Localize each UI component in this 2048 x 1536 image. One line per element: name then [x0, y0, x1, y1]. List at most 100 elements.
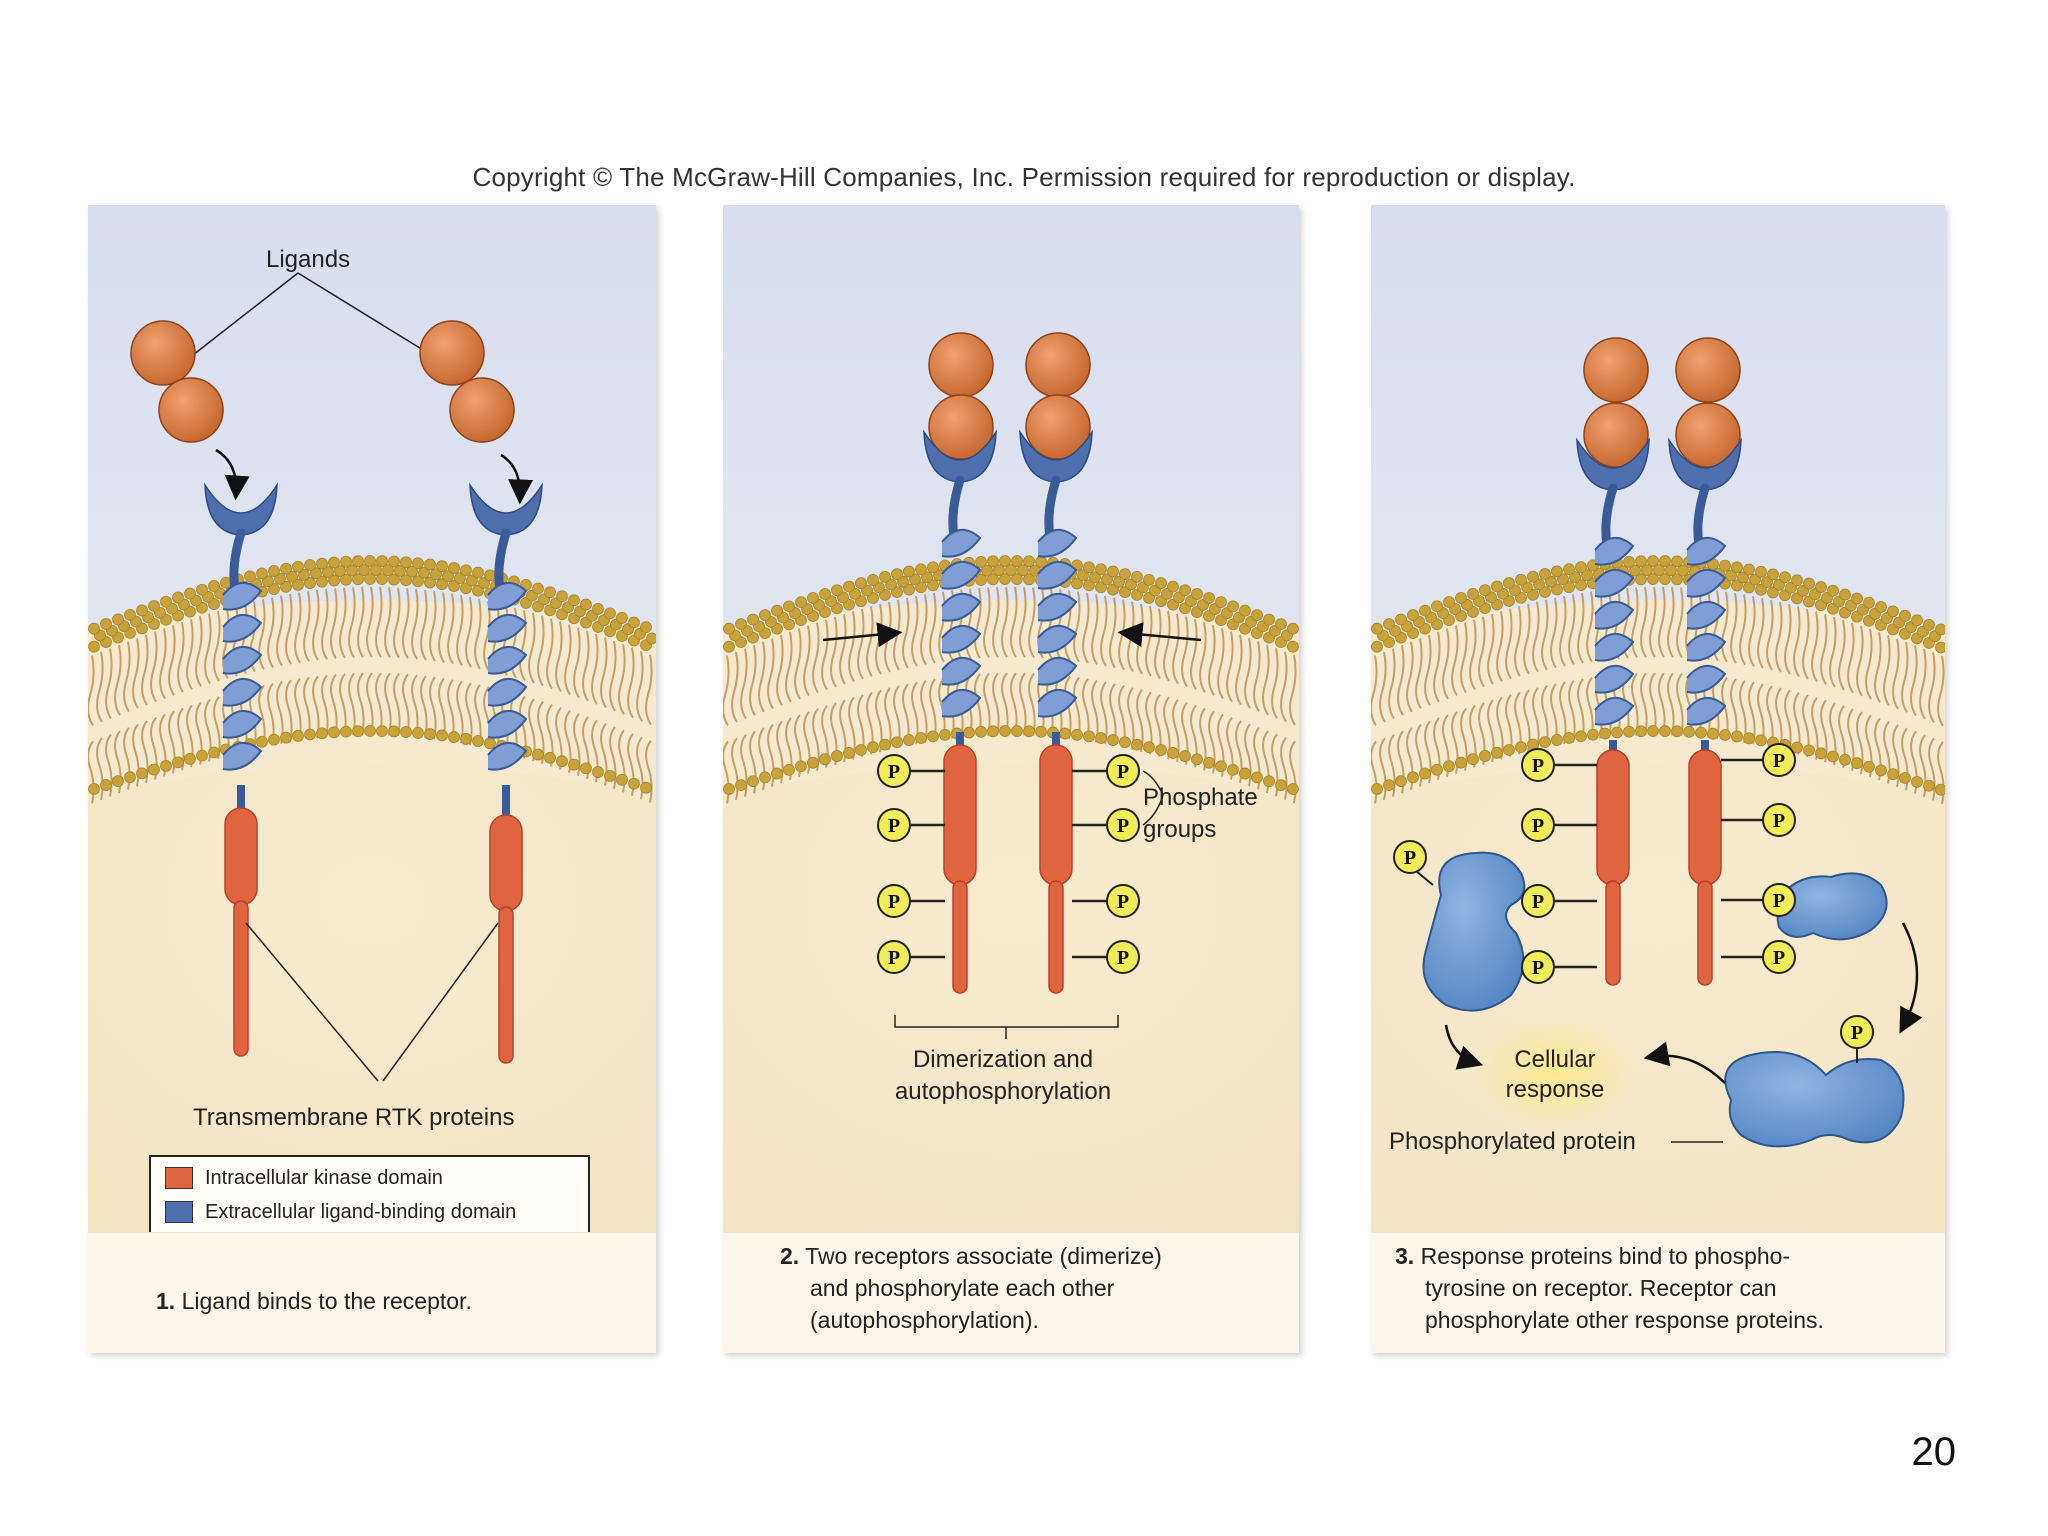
lipid-head — [819, 588, 831, 600]
lipid-head — [1731, 579, 1743, 592]
lipid-head — [460, 582, 472, 595]
lipid-head — [1287, 783, 1299, 795]
lipid-head — [999, 555, 1011, 567]
lipid-tail — [366, 672, 374, 736]
transmembrane-helix-turn — [1037, 561, 1078, 590]
lipid-tail — [1280, 651, 1288, 723]
phosphate-symbol: P — [1532, 891, 1544, 913]
step2-caption: 2. Two receptors associate (dimerize) an… — [780, 1240, 1162, 1336]
cytoplasm — [723, 760, 1299, 1235]
phosphate-group: P — [1840, 1015, 1874, 1049]
lipid-head — [1659, 573, 1671, 585]
phosphate-bond — [1415, 870, 1434, 886]
step3-text-line1: Response proteins bind to phospho- — [1420, 1243, 1791, 1269]
lipid-head — [831, 750, 843, 762]
transmembrane-helix-turn — [487, 678, 528, 707]
lipid-head — [268, 565, 280, 577]
lipid-tail — [609, 726, 617, 790]
lipid-tail — [1433, 631, 1441, 703]
lipid-tail — [357, 672, 365, 736]
protein-pointer-line — [382, 922, 499, 1082]
lipid-head — [262, 575, 274, 588]
lipid-tail — [1496, 611, 1504, 682]
lipid-tail — [312, 675, 320, 739]
lipid-tail — [1649, 586, 1657, 658]
lipid-head — [1719, 559, 1731, 572]
lipid-tail — [1271, 648, 1279, 719]
lipid-tail — [1541, 599, 1549, 671]
phosphate-group: P — [1106, 808, 1140, 842]
lipid-head — [963, 726, 975, 739]
lipid-tail — [848, 611, 856, 682]
phosphate-circle — [877, 940, 911, 974]
lipid-tail — [1001, 586, 1009, 658]
lipid-tail — [1181, 616, 1189, 688]
lipid-tail — [285, 679, 293, 743]
ligand — [928, 332, 994, 398]
lipid-head — [1659, 725, 1671, 737]
lipid-head — [1251, 771, 1263, 784]
ligand — [419, 320, 485, 386]
step1-caption: 1. Ligand binds to the receptor. — [156, 1285, 472, 1317]
transmembrane-helix-turn — [1686, 665, 1727, 694]
rtk-receptor — [1576, 437, 1650, 986]
lipid-head — [1503, 577, 1515, 589]
lipid-head — [418, 566, 430, 579]
phosphate-symbol: P — [888, 815, 900, 837]
transmembrane-helix-turn — [1594, 665, 1635, 694]
lipid-head — [136, 767, 148, 780]
lipid-tail — [1469, 619, 1477, 691]
lipid-tail — [357, 586, 365, 658]
lipid-tail — [213, 610, 221, 682]
lipid-head — [1131, 738, 1143, 751]
lipid-head — [1839, 588, 1851, 601]
lipid-head — [927, 579, 939, 592]
lipid-tail — [159, 628, 167, 699]
lipid-head — [376, 573, 388, 586]
receptor-tail — [952, 880, 968, 994]
lipid-tail — [123, 641, 131, 713]
phosphate-group: P — [877, 884, 911, 918]
lipid-head — [855, 577, 867, 590]
lipid-tail — [1631, 587, 1639, 659]
lipid-head — [616, 612, 628, 624]
lipid-tail — [992, 587, 1000, 658]
lipid-head — [927, 561, 939, 574]
lipid-tail — [285, 593, 293, 665]
lipid-head — [747, 613, 759, 626]
lipid-tail — [1100, 595, 1108, 667]
lipid-head — [1863, 760, 1875, 773]
phosphate-symbol: P — [888, 891, 900, 913]
lipid-tail — [321, 589, 329, 660]
lipid-head — [993, 564, 1005, 577]
lipid-tail — [1505, 608, 1513, 680]
lipid-head — [1767, 568, 1779, 581]
receptor-tail — [1605, 880, 1621, 986]
transmembrane-helix-turn — [941, 689, 982, 718]
slide-number: 20 — [1911, 1430, 1957, 1474]
phosphate-symbol: P — [1532, 815, 1544, 837]
lipid-tail — [465, 682, 473, 746]
lipid-head — [484, 569, 496, 582]
lipid-head — [747, 775, 759, 788]
transmembrane-helix-turn — [1686, 633, 1727, 662]
lipid-tail — [1010, 586, 1018, 658]
transmembrane-helix-turn — [1594, 633, 1635, 662]
lipid-head — [1581, 569, 1593, 582]
lipid-tail — [258, 599, 266, 670]
lipid-head — [1647, 555, 1659, 567]
lipid-head — [388, 725, 400, 738]
lipid-tail — [740, 648, 748, 720]
lipid-tail — [1082, 678, 1090, 742]
dimerization-bracket — [894, 1015, 1119, 1039]
lipid-head — [400, 574, 412, 587]
lipid-head — [771, 604, 783, 617]
copyright-notice: Copyright © The McGraw-Hill Companies, I… — [472, 162, 1576, 192]
phosphate-circle — [1106, 940, 1140, 974]
kinase-domain — [1688, 749, 1722, 886]
phosphate-group: P — [1521, 950, 1555, 984]
lipid-head — [148, 763, 160, 776]
lipid-head — [592, 766, 604, 778]
